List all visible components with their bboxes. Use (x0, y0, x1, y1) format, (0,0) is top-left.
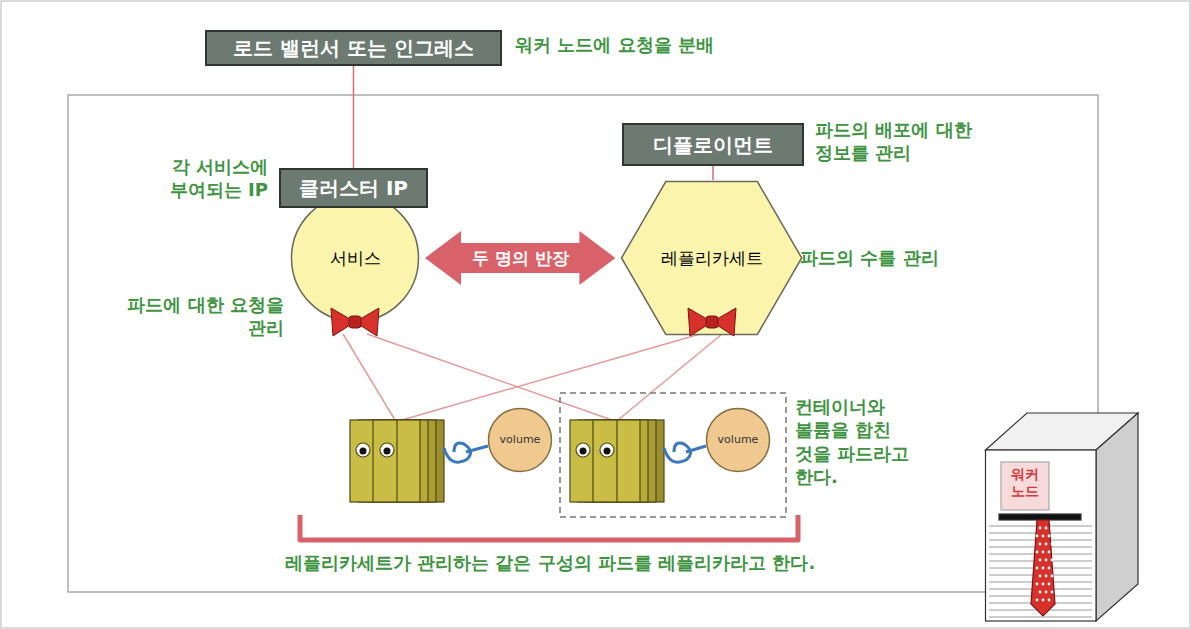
pupil (604, 448, 611, 455)
server-icon (986, 413, 1139, 621)
eye (356, 443, 370, 457)
plank (616, 420, 617, 502)
tie-dot (1036, 567, 1039, 570)
tie-dot (1036, 599, 1039, 602)
container-front (570, 420, 640, 502)
annotation: 레플리카세트가 관리하는 같은 구성의 파드를 레플리카라고 한다. (285, 551, 815, 574)
node-text: 디플로이먼트 (653, 133, 773, 157)
tie-dot (1039, 543, 1042, 546)
tie-dot (1051, 559, 1054, 562)
server-front (986, 450, 1097, 621)
tie-dot (1042, 567, 1045, 570)
tie-dot (1048, 535, 1051, 538)
pod-outline (560, 393, 786, 517)
tie-dot (1045, 527, 1048, 530)
tie-dot (1051, 527, 1054, 530)
connector-line (353, 66, 355, 168)
wire (618, 334, 722, 420)
server-stripe (989, 617, 1092, 618)
cluster-frame (68, 95, 1098, 592)
tie-dot (1036, 551, 1039, 554)
load-balancer-box: 로드 밸런서 또는 인그레스 (205, 30, 502, 66)
server-outline (985, 408, 1140, 623)
tie-dot (1045, 591, 1048, 594)
pupil (360, 448, 367, 455)
annotation: 워커 노드에 요청을 분배 (515, 33, 714, 56)
tie-dot (1036, 535, 1039, 538)
tie-dot (1048, 599, 1051, 602)
tie-dot (1039, 527, 1042, 530)
pupil (384, 448, 391, 455)
tie-dot (1039, 559, 1042, 562)
node-text: volume (718, 433, 759, 446)
annotation: 파드의 배포에 대한 정보를 관리 (815, 118, 1005, 165)
tie-dot (1051, 575, 1054, 578)
volume-mount (444, 443, 488, 462)
eye (600, 443, 614, 457)
tie-dot (1051, 591, 1054, 594)
annotation: 파드에 대한 요청을 관리 (112, 293, 284, 340)
plank (396, 420, 397, 502)
server-side (1096, 413, 1138, 621)
wire (367, 334, 612, 420)
annotation: 각 서비스에 부여되는 IP (140, 155, 268, 202)
worker-node: 워커 노드 (985, 408, 1140, 623)
tie-dot (1045, 575, 1048, 578)
hexagon-shape (622, 182, 802, 335)
server-slot (999, 514, 1081, 520)
replica-bracket (300, 515, 798, 540)
container-front (350, 420, 420, 502)
plank (372, 420, 373, 502)
name-panel (1001, 462, 1049, 510)
tie-dot (1048, 567, 1051, 570)
necktie (1031, 520, 1055, 616)
tie-dot (1048, 583, 1051, 586)
service-circle: 서비스 (290, 193, 420, 323)
pupil (580, 448, 587, 455)
annotation: 파드의 수를 관리 (800, 246, 939, 269)
deployment-box: 디플로이먼트 (622, 123, 804, 166)
node-label: 워커 노드 (1003, 466, 1047, 500)
tie-dot (1042, 535, 1045, 538)
tie-dot (1039, 591, 1042, 594)
node-text: 클러스터 IP (299, 176, 408, 200)
edge-label: 두 명의 반장 (472, 248, 569, 268)
node-text: volume (500, 433, 541, 446)
double-arrow (425, 231, 615, 285)
wire (343, 334, 395, 420)
connector-line (712, 166, 714, 180)
plank (592, 420, 593, 502)
tie-dot (1039, 575, 1042, 578)
node-text: 레플리카세트 (661, 248, 763, 268)
tie-dot (1042, 599, 1045, 602)
tie-dot (1051, 543, 1054, 546)
tie-dot (1042, 551, 1045, 554)
cluster-ip-box: 클러스터 IP (279, 168, 428, 208)
node-text: 서비스 (330, 248, 381, 268)
replicaset-hexagon: 레플리카세트 (620, 180, 803, 336)
annotation: 컨테이너와 볼륨을 합친 것을 파드라고 한다. (795, 395, 923, 489)
pod-wires (343, 334, 722, 420)
wire (402, 334, 700, 420)
tie-dot (1036, 583, 1039, 586)
tie-dot (1042, 583, 1045, 586)
volume-mount (664, 443, 706, 462)
tie-dot (1045, 543, 1048, 546)
eye (380, 443, 394, 457)
node-text: 로드 밸런서 또는 인그레스 (233, 36, 474, 60)
container-icon (570, 420, 664, 502)
eye (576, 443, 590, 457)
volume-circle: volume (705, 407, 771, 473)
volume-shape (489, 409, 552, 472)
container-icon (350, 420, 444, 502)
tie-dot (1045, 559, 1048, 562)
circle-shape (292, 195, 419, 322)
volume-circle: volume (487, 407, 553, 473)
volume-shape (707, 409, 770, 472)
tie-dot (1048, 551, 1051, 554)
